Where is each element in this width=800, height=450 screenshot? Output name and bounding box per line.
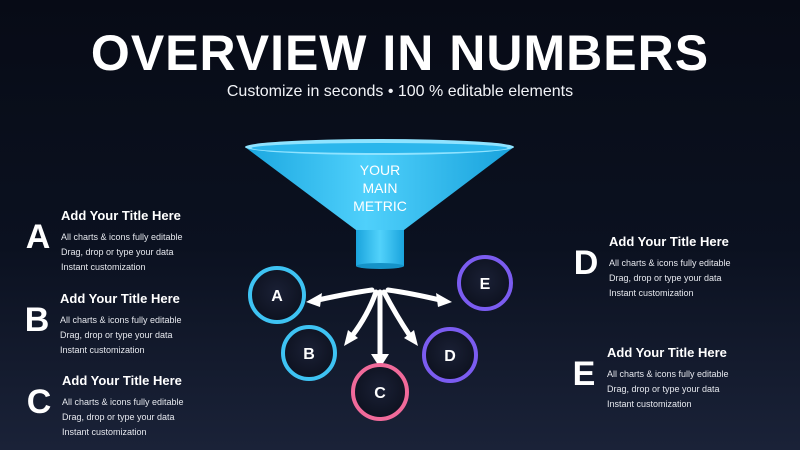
node-d-label: D (444, 348, 456, 365)
block-line: Drag, drop or type your data (607, 384, 720, 394)
node-b-label: B (303, 346, 315, 363)
arrowhead-a (306, 293, 322, 307)
node-c-label: C (374, 385, 386, 402)
node-e: E (457, 255, 513, 311)
block-line: All charts & icons fully editable (609, 258, 731, 268)
flow-arrows (315, 287, 443, 359)
block-line: Instant customization (609, 288, 694, 298)
block-line: Instant customization (607, 399, 692, 409)
block-letter: A (25, 218, 51, 256)
block-line: All charts & icons fully editable (61, 232, 183, 242)
block-letter: C (26, 383, 52, 421)
block-line: All charts & icons fully editable (60, 315, 182, 325)
node-b: B (281, 325, 337, 381)
block-line: Drag, drop or type your data (60, 330, 173, 340)
arrow-to-a (315, 287, 375, 303)
node-a-label: A (271, 288, 283, 305)
page-subtitle: Customize in seconds • 100 % editable el… (226, 83, 574, 100)
block-line: Drag, drop or type your data (61, 247, 174, 257)
block-title: Add Your Title Here (609, 234, 729, 249)
funnel-label-line-2: MAIN (363, 180, 398, 196)
funnel-label-line-1: YOUR (360, 162, 400, 178)
node-e-label: E (480, 276, 491, 293)
block-line: Drag, drop or type your data (62, 412, 175, 422)
block-letter: B (24, 301, 50, 339)
node-d: D (422, 327, 478, 383)
arrow-to-b (349, 289, 379, 339)
arrowhead-e (436, 293, 452, 307)
block-title: Add Your Title Here (62, 373, 182, 388)
block-title: Add Your Title Here (61, 208, 181, 223)
block-line: Instant customization (62, 427, 147, 437)
arrow-to-d (381, 289, 413, 339)
arrowhead-d (404, 330, 418, 346)
funnel-label-line-3: METRIC (353, 198, 407, 214)
block-line: Drag, drop or type your data (609, 273, 722, 283)
arrowhead-b (344, 330, 358, 346)
page-title: OVERVIEW IN NUMBERS (90, 25, 710, 81)
arrow-heads (306, 293, 452, 368)
block-title: Add Your Title Here (607, 345, 727, 360)
block-line: All charts & icons fully editable (607, 369, 729, 379)
block-letter: E (572, 355, 596, 393)
arrowhead-c (371, 354, 389, 368)
arrow-to-e (385, 287, 443, 303)
block-line: All charts & icons fully editable (62, 397, 184, 407)
block-letter: D (573, 244, 599, 282)
block-line: Instant customization (60, 345, 145, 355)
funnel-shape (245, 139, 514, 269)
block-line: Instant customization (61, 262, 146, 272)
node-c: C (351, 363, 409, 421)
block-title: Add Your Title Here (60, 291, 180, 306)
node-a: A (248, 266, 306, 324)
